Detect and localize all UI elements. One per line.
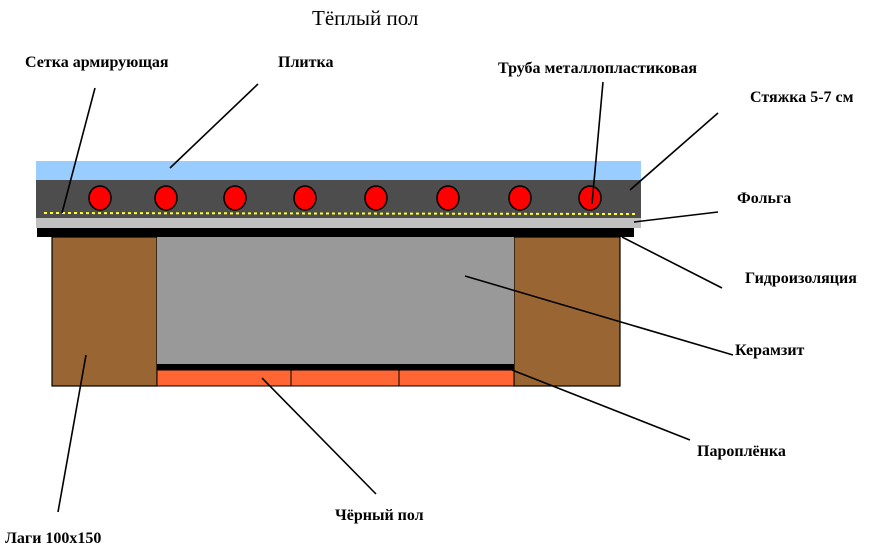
- vapor-film-layer: [157, 364, 514, 370]
- leader-claydite: [464, 275, 734, 356]
- label-foil: Фольга: [737, 190, 791, 207]
- label-pipe: Труба металлопластиковая: [498, 60, 697, 77]
- joist-right: [513, 236, 621, 387]
- subfloor-board: [398, 369, 515, 387]
- waterproofing-layer: [37, 228, 634, 237]
- label-vapor-film: Пароплёнка: [697, 443, 786, 460]
- label-waterproofing: Гидроизоляция: [745, 270, 857, 287]
- pipe-cross-section: [364, 185, 388, 211]
- leader-mesh: [61, 87, 96, 214]
- label-tile: Плитка: [278, 54, 333, 71]
- leader-foil: [633, 211, 719, 223]
- label-screed: Стяжка 5-7 см: [750, 89, 854, 106]
- label-claydite: Керамзит: [735, 342, 805, 359]
- leader-tile: [169, 83, 259, 169]
- subfloor-board: [156, 369, 292, 387]
- leader-subfloor: [261, 377, 377, 495]
- pipe-cross-section: [508, 185, 532, 211]
- subfloor-board: [290, 369, 400, 387]
- pipes-group: [88, 185, 602, 211]
- pipe-cross-section: [223, 185, 247, 211]
- mesh-line: [43, 212, 637, 215]
- tile-layer: [36, 161, 641, 180]
- pipe-cross-section: [293, 185, 317, 211]
- claydite-layer: [157, 237, 514, 364]
- foil-layer: [36, 218, 641, 228]
- label-subfloor: Чёрный пол: [335, 507, 424, 524]
- label-joists: Лаги 100х150: [5, 530, 101, 547]
- leader-pipe: [591, 81, 604, 205]
- pipe-cross-section: [88, 185, 112, 211]
- diagram-title: Тёплый пол: [312, 6, 418, 30]
- leader-joists: [57, 354, 87, 513]
- leader-screed: [629, 112, 719, 191]
- pipe-cross-section: [154, 185, 178, 211]
- leader-vapor-film: [511, 369, 691, 441]
- pipe-cross-section: [436, 185, 460, 211]
- pipe-cross-section: [578, 185, 602, 211]
- joist-left: [51, 236, 158, 387]
- label-mesh: Сетка армирующая: [25, 54, 169, 71]
- screed-layer: [36, 180, 641, 218]
- leader-waterproofing: [621, 236, 723, 289]
